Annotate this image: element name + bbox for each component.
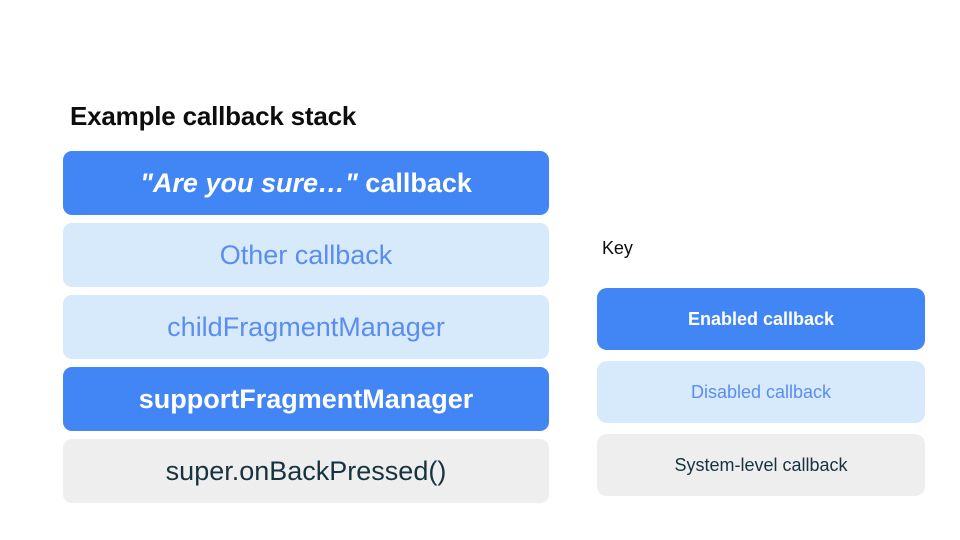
key-title: Key [602,238,633,258]
key-legend-list: Enabled callback Disabled callback Syste… [597,288,925,496]
stack-item-super-on-back-pressed: super.onBackPressed() [63,439,549,503]
key-item-system-level-callback: System-level callback [597,434,925,496]
stack-item-are-you-sure-callback: "Are you sure…" callback [63,151,549,215]
stack-title: Example callback stack [70,101,357,131]
key-item-label: System-level callback [674,454,848,475]
stack-item-label: childFragmentManager [167,311,445,342]
stack-item-other-callback: Other callback [63,223,549,287]
stack-item-label: supportFragmentManager [138,383,474,414]
stack-item-label-emphasis: "Are you sure…" [140,167,358,198]
stack-item-support-fragment-manager: supportFragmentManager [63,367,549,431]
key-item-disabled-callback: Disabled callback [597,361,925,423]
key-item-label: Enabled callback [687,308,835,329]
stack-item-label-remainder: callback [357,167,472,198]
key-item-enabled-callback: Enabled callback [597,288,925,350]
stack-item-label: super.onBackPressed() [165,455,447,486]
key-item-label: Disabled callback [690,381,832,402]
callback-stack-list: "Are you sure…" callback Other callback … [63,151,549,503]
stack-item-child-fragment-manager: childFragmentManager [63,295,549,359]
stack-item-label: "Are you sure…" callback [140,168,472,199]
stack-item-label: Other callback [219,239,393,270]
